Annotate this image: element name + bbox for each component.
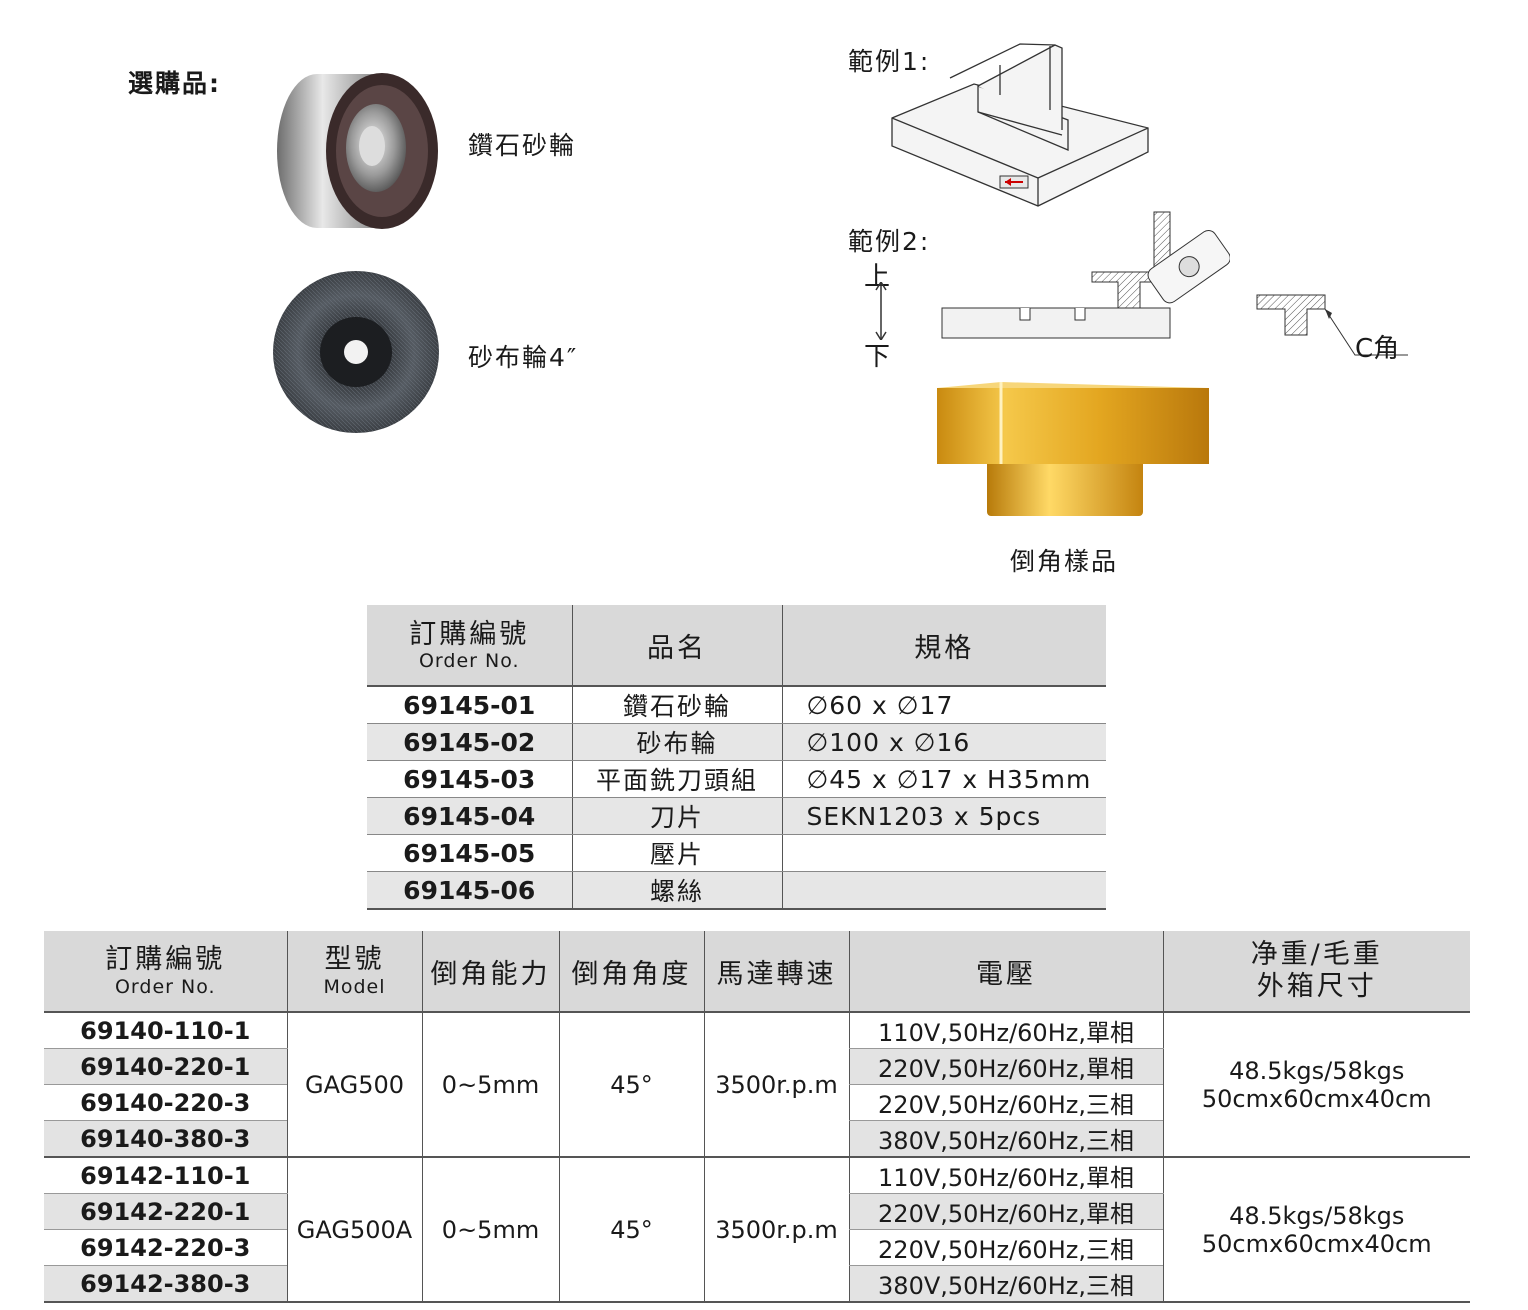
table-row: 69145-06 螺絲 — [367, 871, 1106, 910]
header-model: 型號 Model — [286, 931, 422, 1013]
order-number: 69145-03 — [367, 760, 572, 798]
header-voltage: 電壓 — [848, 931, 1163, 1013]
parts-table-header: 訂購編號 Order No. 品名 規格 — [367, 605, 1106, 687]
voltage: 220V,50Hz/60Hz,三相 — [848, 1229, 1163, 1266]
down-label: 下 — [864, 342, 891, 372]
header-name: 品名 — [571, 605, 782, 687]
part-name: 砂布輪 — [571, 723, 782, 761]
order-number: 69140-220-1 — [44, 1048, 287, 1085]
order-number: 69142-380-3 — [44, 1265, 287, 1303]
chamfer-angle: 45° — [558, 1012, 704, 1158]
part-name: 刀片 — [571, 797, 782, 835]
order-number: 69140-380-3 — [44, 1120, 287, 1158]
chamfer-capacity: 0~5mm — [421, 1012, 559, 1158]
voltage: 220V,50Hz/60Hz,單相 — [848, 1193, 1163, 1230]
order-number: 69140-110-1 — [44, 1012, 287, 1049]
motor-speed: 3500r.p.m — [703, 1012, 849, 1158]
table-row: 69142-220-3 220V,50Hz/60Hz,三相 — [44, 1229, 1470, 1266]
model-table-header: 訂購編號 Order No. 型號 Model 倒角能力 倒角角度 馬達轉速 電… — [44, 931, 1470, 1013]
table-row: 69145-05 壓片 — [367, 834, 1106, 872]
part-spec: SEKN1203 x 5pcs — [781, 797, 1106, 835]
model-table: 訂購編號 Order No. 型號 Model 倒角能力 倒角角度 馬達轉速 電… — [44, 931, 1470, 1303]
parts-table: 訂購編號 Order No. 品名 規格 69145-01 鑽石砂輪 ∅60 x… — [367, 605, 1106, 910]
table-row: 69140-220-1 220V,50Hz/60Hz,單相 — [44, 1048, 1470, 1085]
part-spec: ∅45 x ∅17 x H35mm — [781, 760, 1106, 798]
flap-disc-image — [273, 271, 439, 433]
example2-label: 範例2: — [848, 227, 931, 256]
box-size: 50cmx60cmx40cm — [1201, 1229, 1432, 1258]
c-corner-diagram — [1256, 294, 1408, 356]
diamond-wheel-label: 鑽石砂輪 — [468, 131, 577, 160]
header-angle: 倒角角度 — [558, 931, 704, 1013]
weight-box: 48.5kgs/58kgs 50cmx60cmx40cm — [1162, 1012, 1470, 1158]
model-name: GAG500A — [286, 1157, 422, 1303]
header-weight-box: 净重/毛重 外箱尺寸 — [1162, 931, 1470, 1013]
model-name: GAG500 — [286, 1012, 422, 1158]
voltage: 110V,50Hz/60Hz,單相 — [848, 1012, 1163, 1049]
order-number: 69142-220-3 — [44, 1229, 287, 1266]
order-number: 69145-01 — [367, 686, 572, 724]
header-capacity: 倒角能力 — [421, 931, 559, 1013]
voltage: 110V,50Hz/60Hz,單相 — [848, 1157, 1163, 1194]
table-row: 69140-110-1 GAG500 0~5mm 45° 3500r.p.m 1… — [44, 1012, 1470, 1158]
part-spec — [781, 834, 1106, 872]
order-number: 69145-05 — [367, 834, 572, 872]
up-down-arrow-icon — [875, 282, 887, 340]
part-spec: ∅100 x ∅16 — [781, 723, 1106, 761]
order-number: 69142-220-1 — [44, 1193, 287, 1230]
box-size: 50cmx60cmx40cm — [1201, 1084, 1432, 1113]
part-spec: ∅60 x ∅17 — [781, 686, 1106, 724]
header-speed: 馬達轉速 — [703, 931, 849, 1013]
weight-box: 48.5kgs/58kgs 50cmx60cmx40cm — [1162, 1157, 1470, 1303]
part-name: 壓片 — [571, 834, 782, 872]
order-number: 69145-02 — [367, 723, 572, 761]
part-name: 鑽石砂輪 — [571, 686, 782, 724]
c-corner-label: C角 — [1355, 334, 1400, 364]
order-number: 69145-06 — [367, 871, 572, 910]
table-row: 69142-380-3 380V,50Hz/60Hz,三相 — [44, 1265, 1470, 1303]
example2-diagram — [941, 211, 1230, 339]
voltage: 220V,50Hz/60Hz,單相 — [848, 1048, 1163, 1085]
example1-diagram — [891, 43, 1149, 207]
table-row: 69140-220-3 220V,50Hz/60Hz,三相 — [44, 1084, 1470, 1121]
diamond-wheel-image — [277, 73, 438, 229]
voltage: 220V,50Hz/60Hz,三相 — [848, 1084, 1163, 1121]
chamfer-sample-image — [937, 382, 1209, 516]
table-row: 69145-03 平面銑刀頭組 ∅45 x ∅17 x H35mm — [367, 760, 1106, 798]
order-number: 69140-220-3 — [44, 1084, 287, 1121]
chamfer-capacity: 0~5mm — [421, 1157, 559, 1303]
part-name: 平面銑刀頭組 — [571, 760, 782, 798]
order-number: 69142-110-1 — [44, 1157, 287, 1194]
weight: 48.5kgs/58kgs — [1229, 1201, 1405, 1230]
weight: 48.5kgs/58kgs — [1229, 1056, 1405, 1085]
header-spec: 規格 — [781, 605, 1106, 687]
chamfer-angle: 45° — [558, 1157, 704, 1303]
table-row: 69140-380-3 380V,50Hz/60Hz,三相 — [44, 1120, 1470, 1158]
header-order-no: 訂購編號 Order No. — [44, 931, 287, 1013]
table-row: 69145-01 鑽石砂輪 ∅60 x ∅17 — [367, 686, 1106, 724]
optional-label: 選購品: — [128, 69, 221, 98]
part-name: 螺絲 — [571, 871, 782, 910]
part-spec — [781, 871, 1106, 910]
chamfer-sample-label: 倒角樣品 — [1010, 547, 1119, 576]
table-row: 69142-220-1 220V,50Hz/60Hz,單相 — [44, 1193, 1470, 1230]
motor-speed: 3500r.p.m — [703, 1157, 849, 1303]
table-row: 69142-110-1 GAG500A 0~5mm 45° 3500r.p.m … — [44, 1157, 1470, 1303]
flap-disc-label: 砂布輪4″ — [468, 343, 579, 372]
header-order-no: 訂購編號 Order No. — [367, 605, 572, 687]
order-number: 69145-04 — [367, 797, 572, 835]
table-row: 69145-02 砂布輪 ∅100 x ∅16 — [367, 723, 1106, 761]
voltage: 380V,50Hz/60Hz,三相 — [848, 1265, 1163, 1303]
example1-label: 範例1: — [848, 47, 931, 76]
voltage: 380V,50Hz/60Hz,三相 — [848, 1120, 1163, 1158]
table-row: 69145-04 刀片 SEKN1203 x 5pcs — [367, 797, 1106, 835]
